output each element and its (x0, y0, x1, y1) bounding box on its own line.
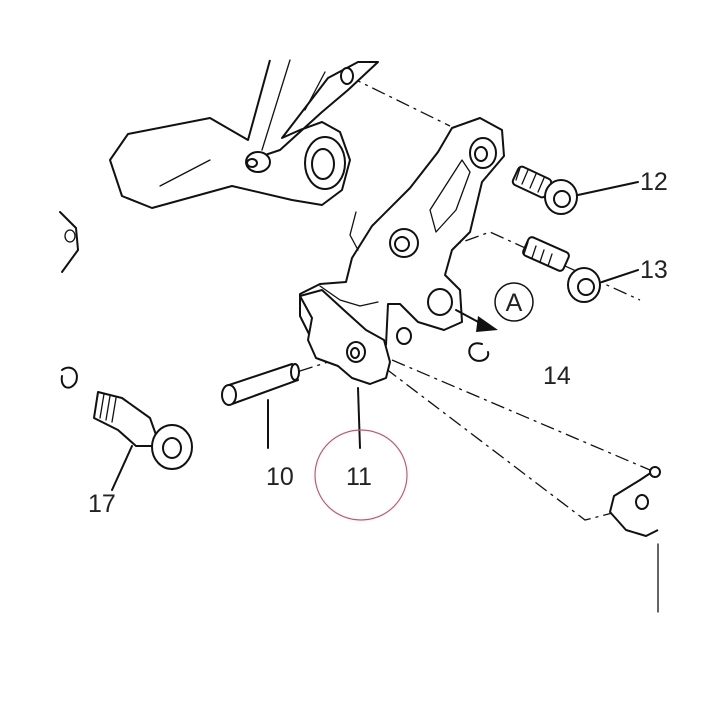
frame-bracket (109, 59, 379, 209)
callout-11: 11 (346, 463, 372, 491)
detail-a-label: A (506, 289, 523, 317)
callout-14: 14 (543, 362, 571, 390)
detail-a-arrow (455, 309, 498, 332)
right-footrest-fragment (609, 466, 661, 613)
detail-a-marker: A (494, 282, 534, 322)
bolt-17 (60, 366, 193, 491)
footpeg-hanger (299, 117, 505, 361)
pin-10 (221, 363, 300, 449)
bolt-12 (511, 165, 639, 215)
callout-12: 12 (640, 168, 668, 196)
clip (468, 342, 490, 362)
highlight-circle (314, 429, 408, 521)
left-bracket-fragment (59, 211, 79, 273)
callout-13: 13 (640, 256, 668, 284)
pivot-arm (299, 289, 391, 385)
leader-11 (357, 387, 361, 449)
callout-17: 17 (88, 490, 116, 518)
callout-10: 10 (266, 463, 294, 491)
bolt-13 (522, 236, 639, 303)
